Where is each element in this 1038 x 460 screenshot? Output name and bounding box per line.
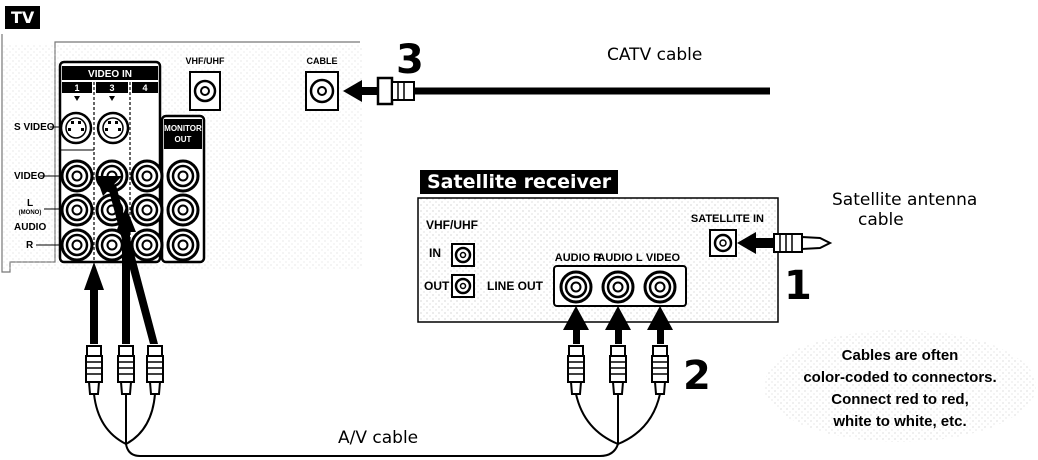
satellite-in-label: SATELLITE IN <box>691 213 764 225</box>
antenna-cable-label-line1: Satellite antenna <box>832 190 978 210</box>
catv-cable-label: CATV cable <box>607 45 703 65</box>
av-cable-label: A/V cable <box>338 428 419 448</box>
mono-label: (MONO) <box>19 210 42 216</box>
audio-l-jack-4 <box>130 193 164 227</box>
sat-vhf-uhf-label: VHF/UHF <box>426 218 478 232</box>
satellite-antenna-cable <box>737 232 833 254</box>
sat-plug-red <box>567 345 585 395</box>
tv-side-plugs <box>85 345 164 395</box>
catv-cable <box>343 76 770 106</box>
step-3: 3 <box>396 37 424 83</box>
sat-plug-yellow <box>651 345 669 395</box>
note-cloud <box>764 330 1036 442</box>
note-line-3: Connect red to red, <box>831 391 969 408</box>
video-jack-4 <box>130 159 164 193</box>
s-video-jack-3 <box>96 111 130 145</box>
sat-audio-r-jack <box>559 270 593 304</box>
tv-av-arrows <box>84 176 158 344</box>
input-number-4: 4 <box>142 83 147 93</box>
input-number-1: 1 <box>74 83 79 93</box>
note-text: Cables are often color-coded to connecto… <box>803 347 996 430</box>
left-row-label: L <box>27 198 33 209</box>
audio-l-out-label: AUDIO L <box>597 252 643 264</box>
sat-av-arrows <box>563 306 673 344</box>
sat-side-plugs <box>567 345 669 395</box>
tv-row-labels: S VIDEO VIDEO L (MONO) AUDIO R <box>14 122 62 251</box>
video-row-label: VIDEO <box>14 171 45 182</box>
tv-antenna-inputs: VHF/UHF CABLE <box>186 56 339 111</box>
vhf-uhf-label: VHF/UHF <box>186 56 225 66</box>
satellite-receiver-panel: VHF/UHF IN OUT LINE OUT AUDIO R AUDIO L … <box>417 197 779 323</box>
right-row-label: R <box>26 240 34 251</box>
video-jack-1 <box>60 159 94 193</box>
audio-row-label: AUDIO <box>14 222 46 233</box>
monitor-out-line2: OUT <box>175 135 192 144</box>
note-line-4: white to white, etc. <box>832 413 966 430</box>
monitor-out-line1: MONITOR <box>164 124 202 133</box>
s-video-jack-1 <box>59 111 93 145</box>
antenna-cable-label-line2: cable <box>858 210 904 230</box>
sat-plug-white <box>609 345 627 395</box>
tv-tag: TV <box>5 6 41 29</box>
audio-r-jack-4 <box>130 228 164 262</box>
cable-label: CABLE <box>307 56 338 66</box>
note-line-1: Cables are often <box>842 347 959 364</box>
input-number-3: 3 <box>109 83 114 93</box>
monitor-video-jack <box>166 159 200 193</box>
step-2: 2 <box>683 353 711 399</box>
s-video-label: S VIDEO <box>14 122 55 133</box>
tv-plug-white <box>117 345 135 395</box>
tv-plug-yellow <box>146 345 164 395</box>
av-cable-wires <box>93 393 661 457</box>
monitor-l-jack <box>166 193 200 227</box>
video-out-label: VIDEO <box>646 252 681 264</box>
sat-video-jack <box>643 270 677 304</box>
sat-audio-l-jack <box>601 270 635 304</box>
step-1: 1 <box>784 263 812 309</box>
monitor-r-jack <box>166 228 200 262</box>
note-line-2: color-coded to connectors. <box>803 369 996 386</box>
audio-r-jack-1 <box>60 228 94 262</box>
satellite-receiver-tag: Satellite receiver <box>420 170 619 194</box>
line-out-label: LINE OUT <box>487 279 544 293</box>
tv-plug-red <box>85 345 103 395</box>
sat-in-label: IN <box>429 246 441 260</box>
video-in-header: VIDEO IN <box>88 69 132 80</box>
sat-out-label: OUT <box>424 279 450 293</box>
audio-l-jack-1 <box>60 193 94 227</box>
audio-r-out-label: AUDIO R <box>555 252 602 264</box>
